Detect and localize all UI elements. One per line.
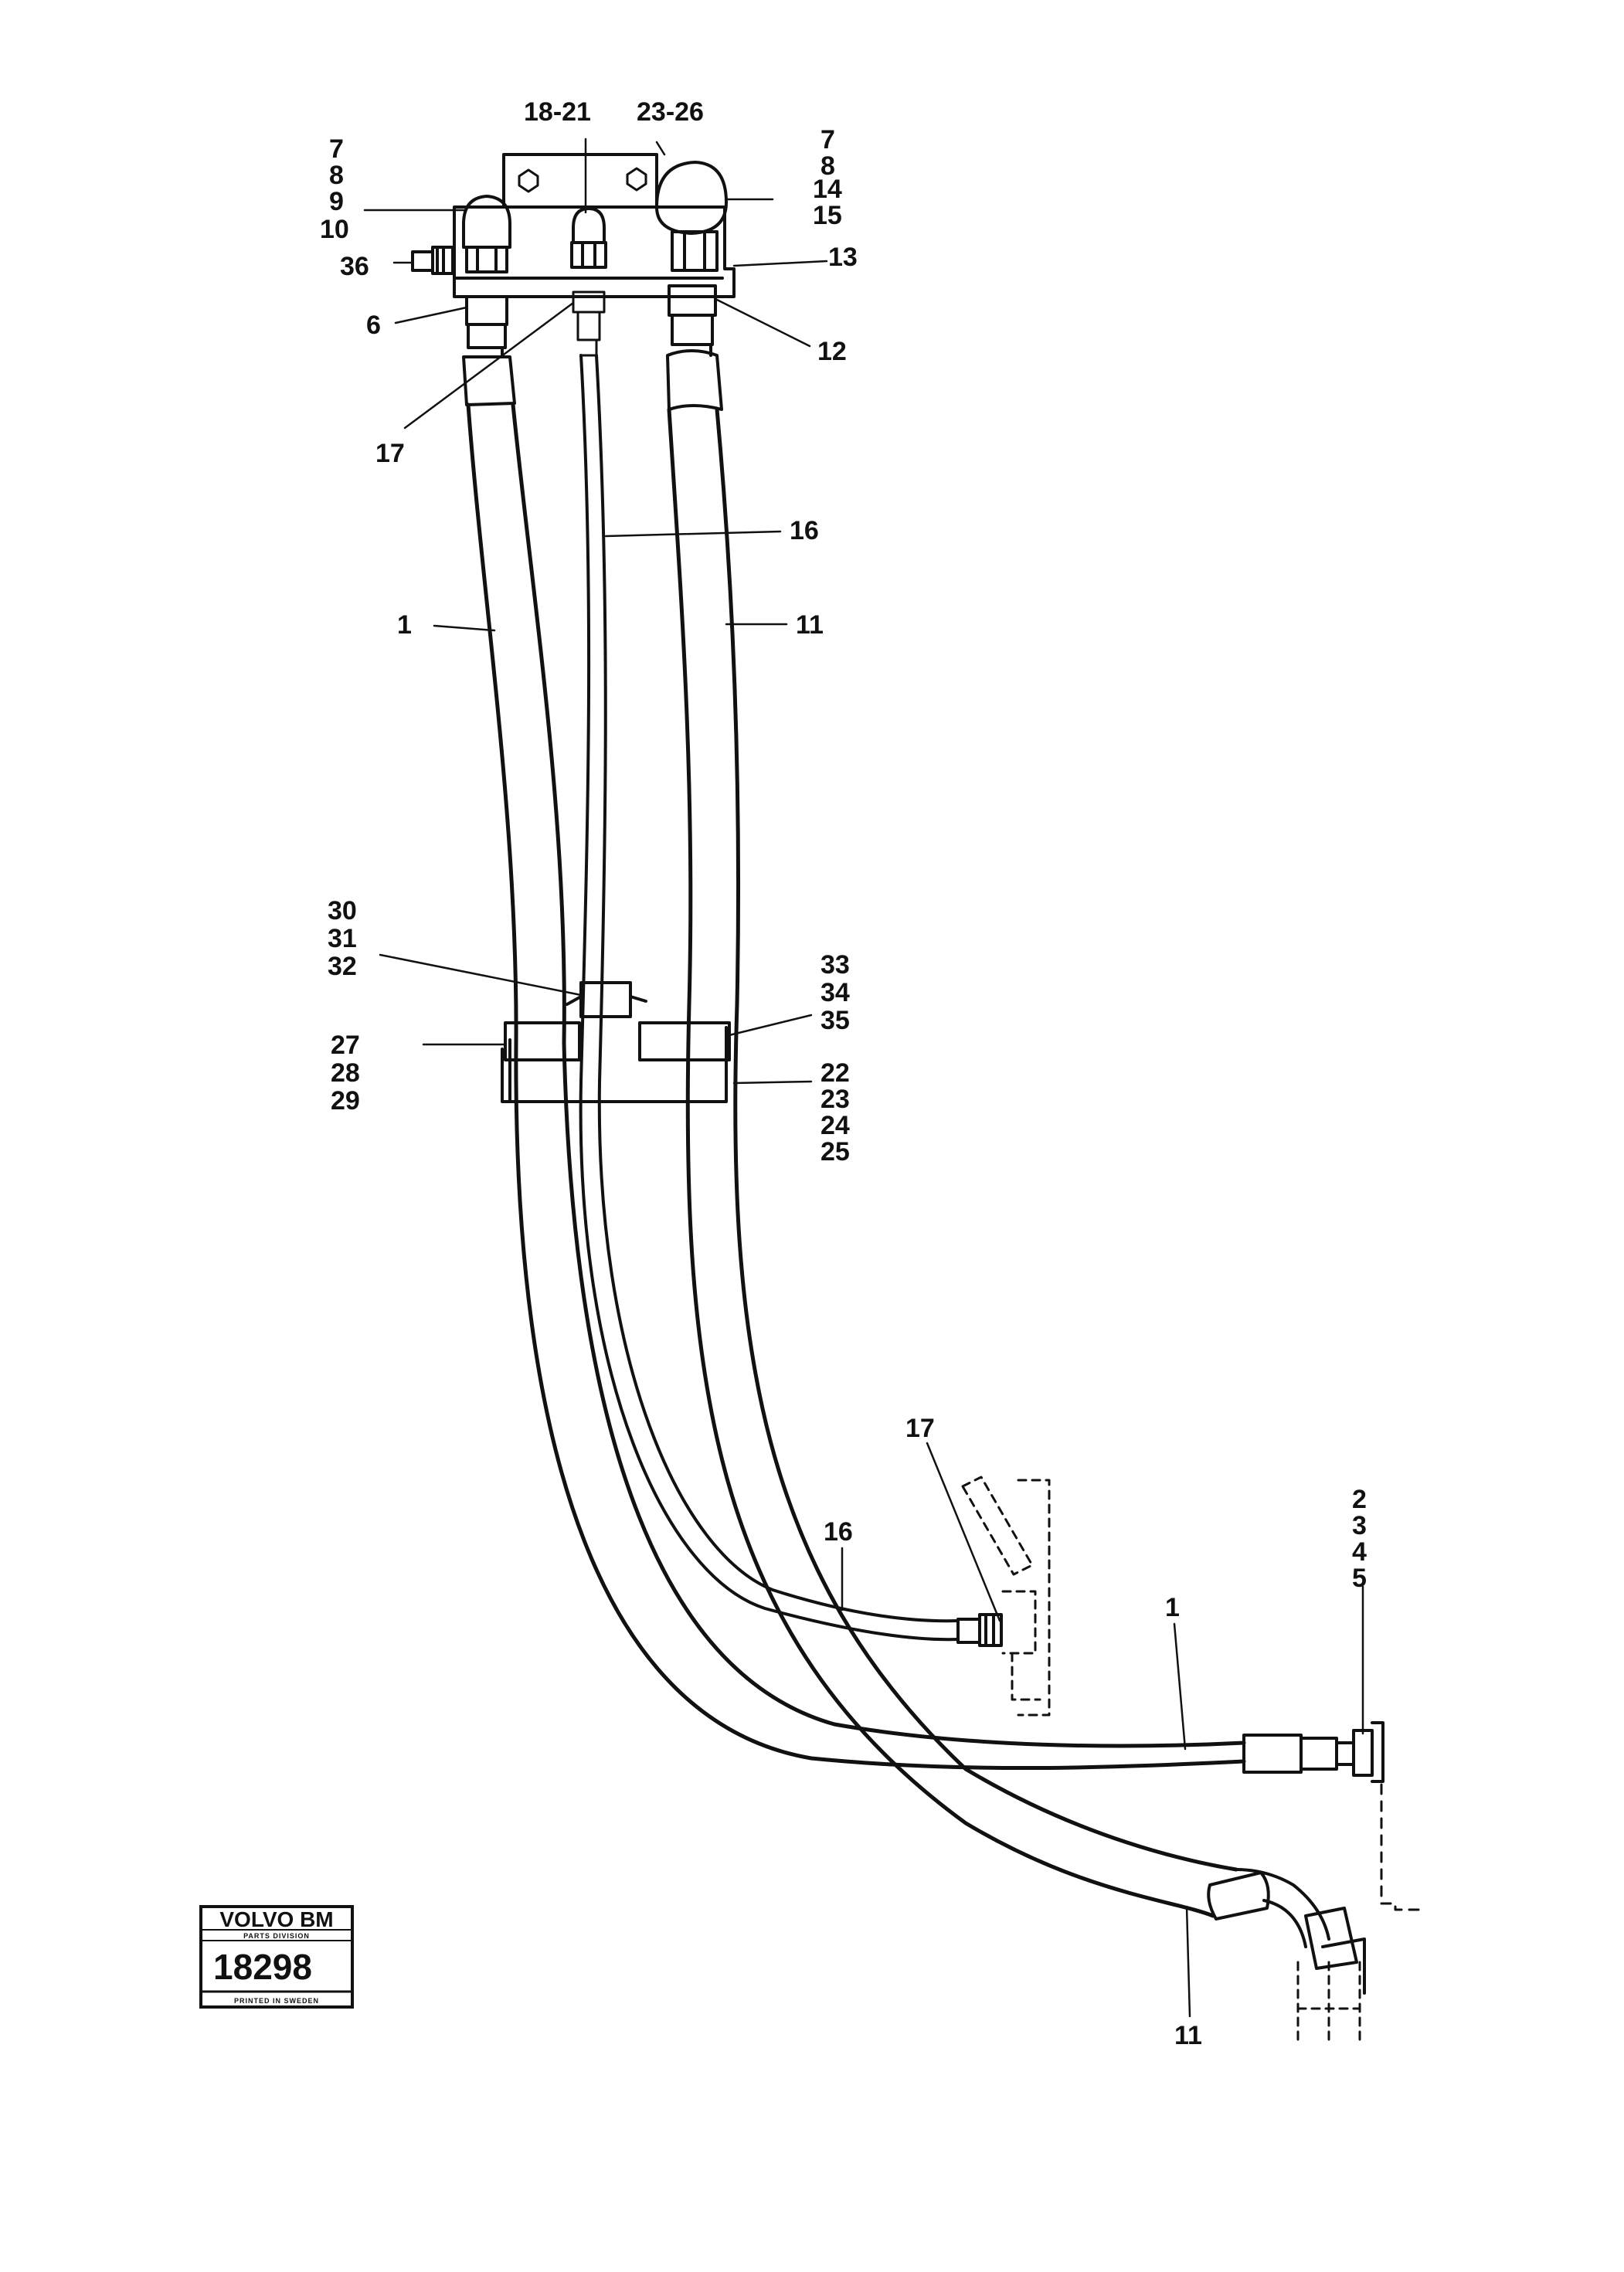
label-7-right: 7 [820,125,835,155]
hose-11 [667,407,1238,1918]
label-3: 3 [1352,1511,1367,1540]
label-14: 14 [813,175,842,204]
right-cap-fitting [655,161,728,272]
label-29: 29 [331,1086,360,1116]
valve-block [453,153,736,298]
label-25: 25 [820,1137,850,1167]
label-8-left: 8 [329,161,344,190]
label-1-top: 1 [397,610,412,640]
hose-16-end-fitting [956,1613,1003,1647]
callout-labels: 7 8 9 10 18-21 23-26 7 8 14 15 36 13 6 1… [320,97,1367,2050]
stamp-printed: PRINTED IN SWEDEN [234,1997,319,2005]
bleeder-fitting-36 [411,246,454,275]
label-23-26: 23-26 [637,97,704,127]
stamp-brand: VOLVO BM [219,1907,333,1931]
label-1-bottom: 1 [1165,1593,1180,1622]
label-18-21: 18-21 [524,97,591,127]
label-7-left: 7 [329,134,344,164]
label-27: 27 [331,1031,360,1060]
right-hose-fittings [666,284,723,411]
dashed-line-2-5 [1380,1783,1423,1911]
label-12: 12 [817,337,847,366]
leader-lines [363,138,1364,2018]
hose-16 [579,354,960,1642]
label-22: 22 [820,1058,850,1088]
label-9: 9 [329,187,344,216]
label-17-bottom: 17 [905,1414,935,1443]
label-17-top: 17 [375,439,405,468]
label-11-top: 11 [796,610,824,640]
label-10: 10 [320,215,349,244]
center-fitting [570,207,607,269]
label-36: 36 [340,252,369,281]
center-hose-fittings [572,290,606,357]
label-6: 6 [366,311,381,340]
left-hose-fittings [462,295,516,406]
label-16-top: 16 [790,516,819,545]
hose-clamp-bracket [501,981,731,1103]
volvo-bm-stamp: VOLVO BM PARTS DIVISION 18298 PRINTED IN… [199,1905,354,2009]
label-11-bottom: 11 [1174,2021,1202,2050]
dashed-connector-17 [961,1476,1051,1717]
stamp-number: 18298 [213,1947,312,1987]
label-13: 13 [828,243,858,272]
label-31: 31 [328,924,357,953]
hose-assembly-drawing [363,138,1423,2041]
hose-11-end-fitting [1207,1868,1366,1995]
stamp-division: PARTS DIVISION [243,1932,310,1940]
hose-1 [466,402,1246,1771]
label-2: 2 [1352,1485,1367,1514]
label-34: 34 [820,978,850,1007]
label-8-right: 8 [820,151,835,181]
label-16-bottom: 16 [824,1517,853,1547]
label-35: 35 [820,1006,850,1035]
label-4: 4 [1352,1537,1367,1567]
label-28: 28 [331,1058,360,1088]
label-15: 15 [813,201,842,230]
label-30: 30 [328,896,357,925]
label-23: 23 [820,1085,850,1114]
label-5: 5 [1352,1564,1367,1593]
dashed-fitting-11 [1296,1961,1361,2041]
label-33: 33 [820,950,850,980]
label-24: 24 [820,1111,850,1140]
label-32: 32 [328,952,357,981]
left-cap-fitting [462,195,511,273]
